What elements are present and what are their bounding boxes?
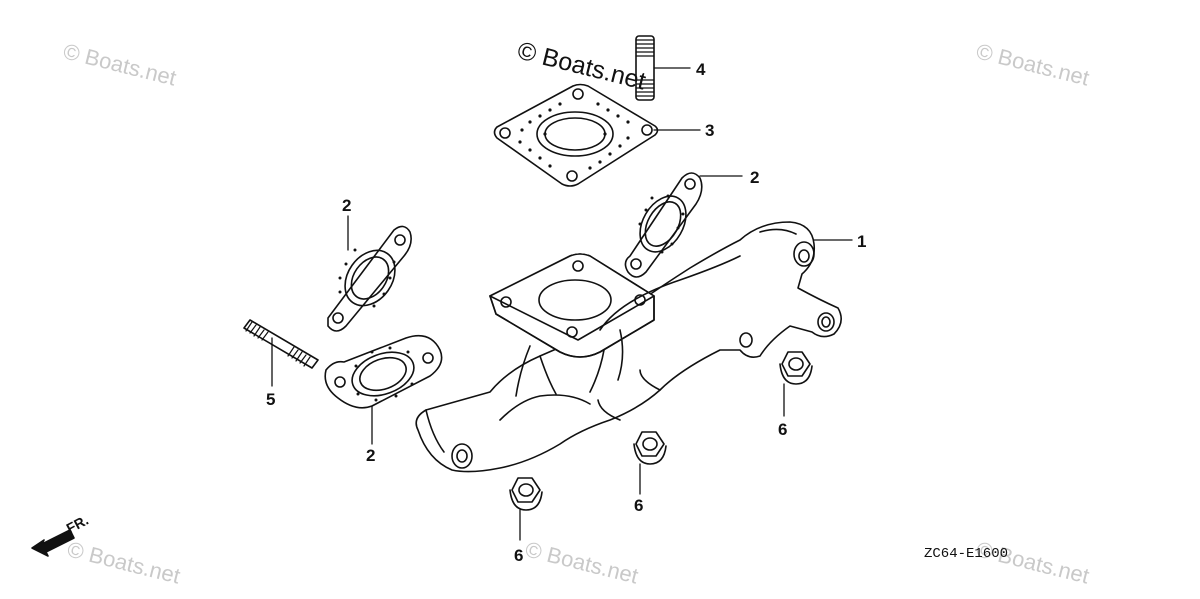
callout-part-3: 3 xyxy=(705,121,715,140)
callout-part-5: 5 xyxy=(266,390,276,409)
square-gasket xyxy=(493,83,659,187)
flange-nut-right xyxy=(779,351,813,385)
callout-part-1: 1 xyxy=(857,232,867,251)
oval-gasket-right xyxy=(624,172,703,278)
front-direction-arrow-icon xyxy=(31,529,75,557)
callout-part-2-upper-left: 2 xyxy=(342,196,352,215)
callout-part-6-middle: 6 xyxy=(634,496,644,515)
callout-part-2-right: 2 xyxy=(750,168,760,187)
exhaust-manifold xyxy=(415,221,842,473)
flange-nut-middle xyxy=(633,431,667,465)
flange-nut-left xyxy=(509,477,543,511)
oval-gasket-upper-left xyxy=(327,225,412,332)
leader-lines xyxy=(271,67,853,541)
oval-gasket-lower-left xyxy=(324,334,443,409)
callout-part-2-lower-left: 2 xyxy=(366,446,376,465)
diagram-code: ZC64-E1600 xyxy=(924,546,1009,562)
callout-part-4: 4 xyxy=(696,60,706,79)
callout-part-6-right: 6 xyxy=(778,420,788,439)
callout-part-6-left: 6 xyxy=(514,546,524,565)
stud-bolt-left xyxy=(243,319,319,369)
